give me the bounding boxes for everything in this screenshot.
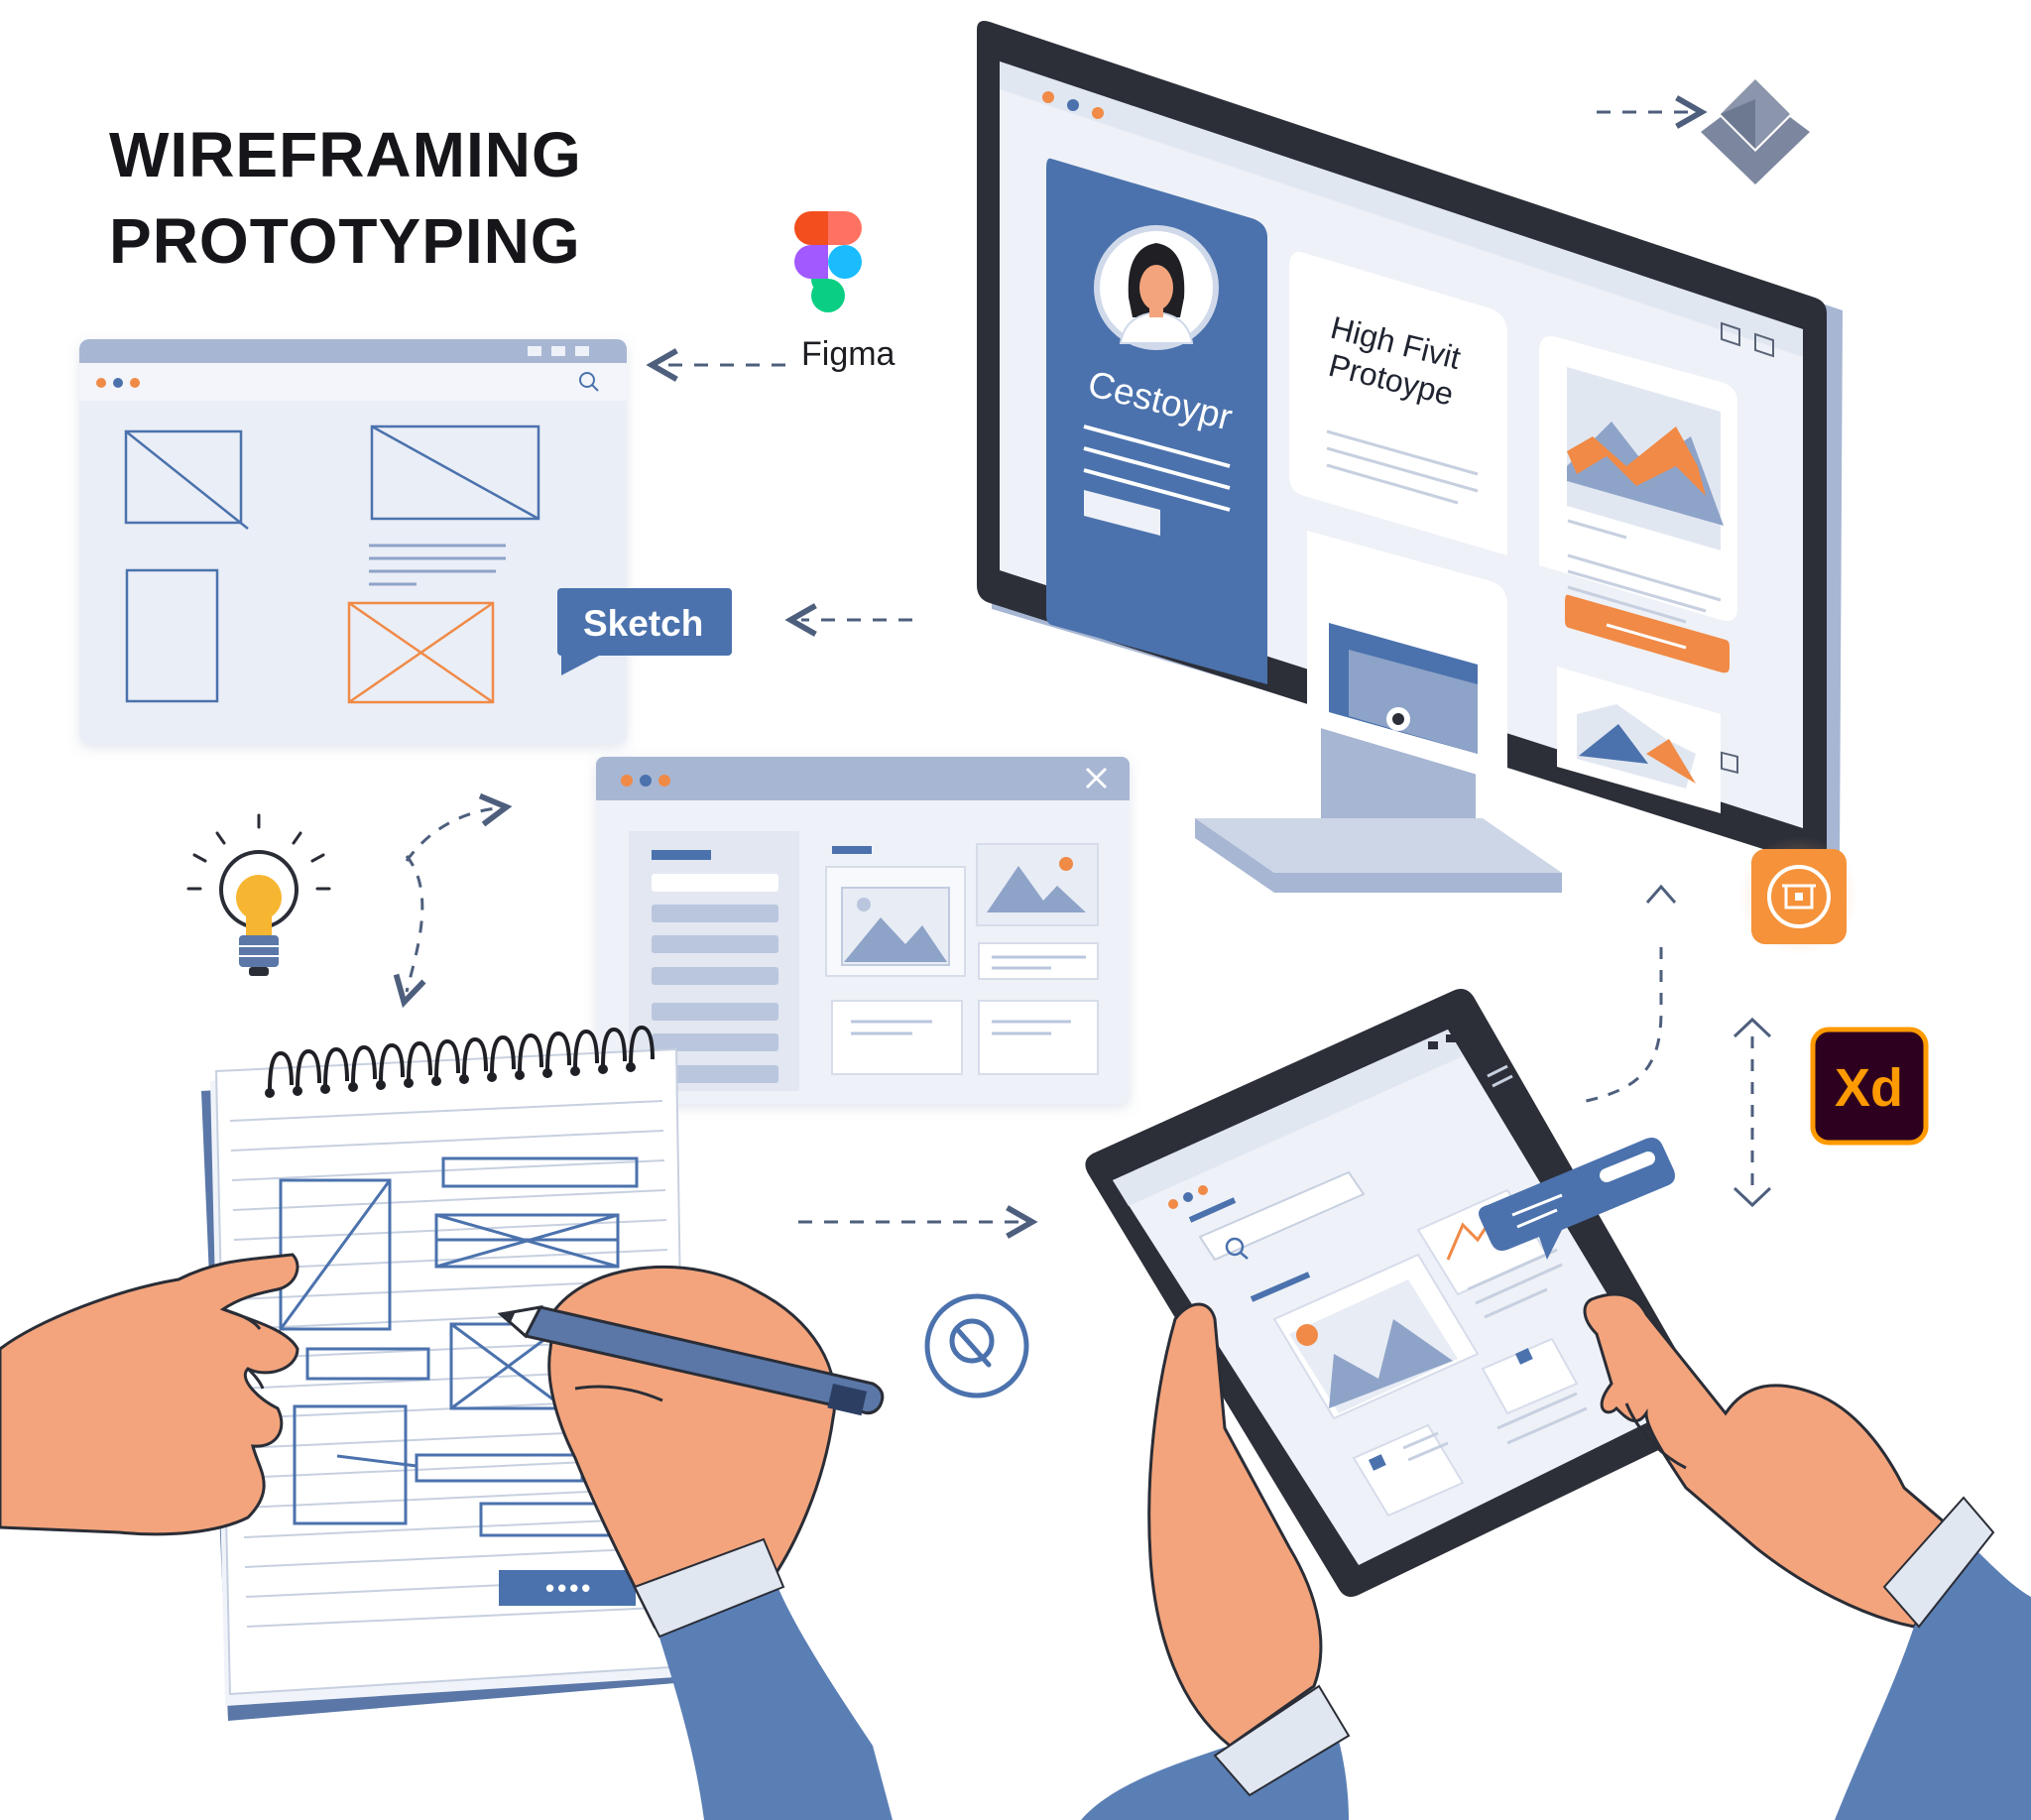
sketch-drawing [279, 1156, 639, 1537]
image-placeholder [124, 429, 249, 530]
sketch-label: Sketch [583, 603, 703, 644]
wireframe-window [79, 339, 627, 744]
image-icon [987, 857, 1086, 912]
plugin-icon [1739, 836, 1858, 955]
adobe-xd-icon: Xd [1810, 1027, 1929, 1146]
right-card-text [1567, 519, 1722, 624]
window-min-icon[interactable] [1721, 751, 1738, 775]
image-icon [1289, 1279, 1458, 1413]
cta-button[interactable] [1565, 594, 1730, 673]
left-hand [0, 1253, 299, 1536]
card-text-lines [1326, 429, 1479, 505]
page-title: WIREFRAMING PROTOTYPING [109, 119, 582, 277]
shirt-sleeve-left [633, 1537, 893, 1820]
tablet [1085, 989, 1713, 1597]
image-placeholder-wide [370, 425, 540, 521]
figma-logo-icon [794, 211, 862, 312]
mid-fidelity-window [596, 757, 1130, 1104]
figma-label: Figma [801, 335, 896, 373]
search-icon[interactable] [1225, 1237, 1249, 1260]
shirt-sleeve-right [1081, 1496, 2031, 1820]
arrow-idea-up [405, 792, 513, 862]
window-square-icons[interactable] [1721, 321, 1774, 358]
sidebar-placeholder [125, 568, 219, 703]
layers-icon [1701, 79, 1810, 184]
svg-text:••••: •••• [545, 1573, 593, 1603]
xd-label: Xd [1835, 1058, 1903, 1118]
notebook: •••• [201, 1025, 699, 1721]
profile-text-lines [1083, 425, 1231, 512]
pen [497, 1305, 885, 1416]
image-icon [841, 887, 950, 966]
search-icon [924, 1293, 1029, 1398]
lightbulb-icon [186, 813, 331, 976]
tablet-hand-right [1583, 1292, 1976, 1629]
avatar [1094, 225, 1219, 350]
window-min-icon[interactable] [528, 346, 541, 356]
sketch-bubble-icon: Sketch [557, 588, 732, 675]
window-close-icon[interactable] [575, 346, 589, 356]
chart-image [1567, 367, 1724, 550]
arrow-idea-down [393, 855, 426, 1009]
close-icon[interactable] [1085, 767, 1108, 789]
comment-bubble-icon[interactable] [1479, 1138, 1675, 1260]
orange-placeholder [347, 601, 495, 704]
text-lines [369, 544, 506, 586]
tablet-hand-left [1147, 1302, 1323, 1748]
title-line-wireframing: WIREFRAMING [109, 119, 582, 190]
notebook-button: •••• [499, 1570, 636, 1606]
spiral-binding [268, 1025, 655, 1092]
search-icon[interactable] [579, 372, 599, 392]
arrow-tablet-to-monitor [1576, 947, 1663, 1105]
title-line-prototyping: PROTOTYPING [109, 205, 581, 277]
desktop-monitor: Cestoypr High Fivit Protoype ••• [977, 21, 1843, 893]
window-max-icon[interactable] [551, 346, 565, 356]
profile-button[interactable] [1084, 490, 1160, 536]
